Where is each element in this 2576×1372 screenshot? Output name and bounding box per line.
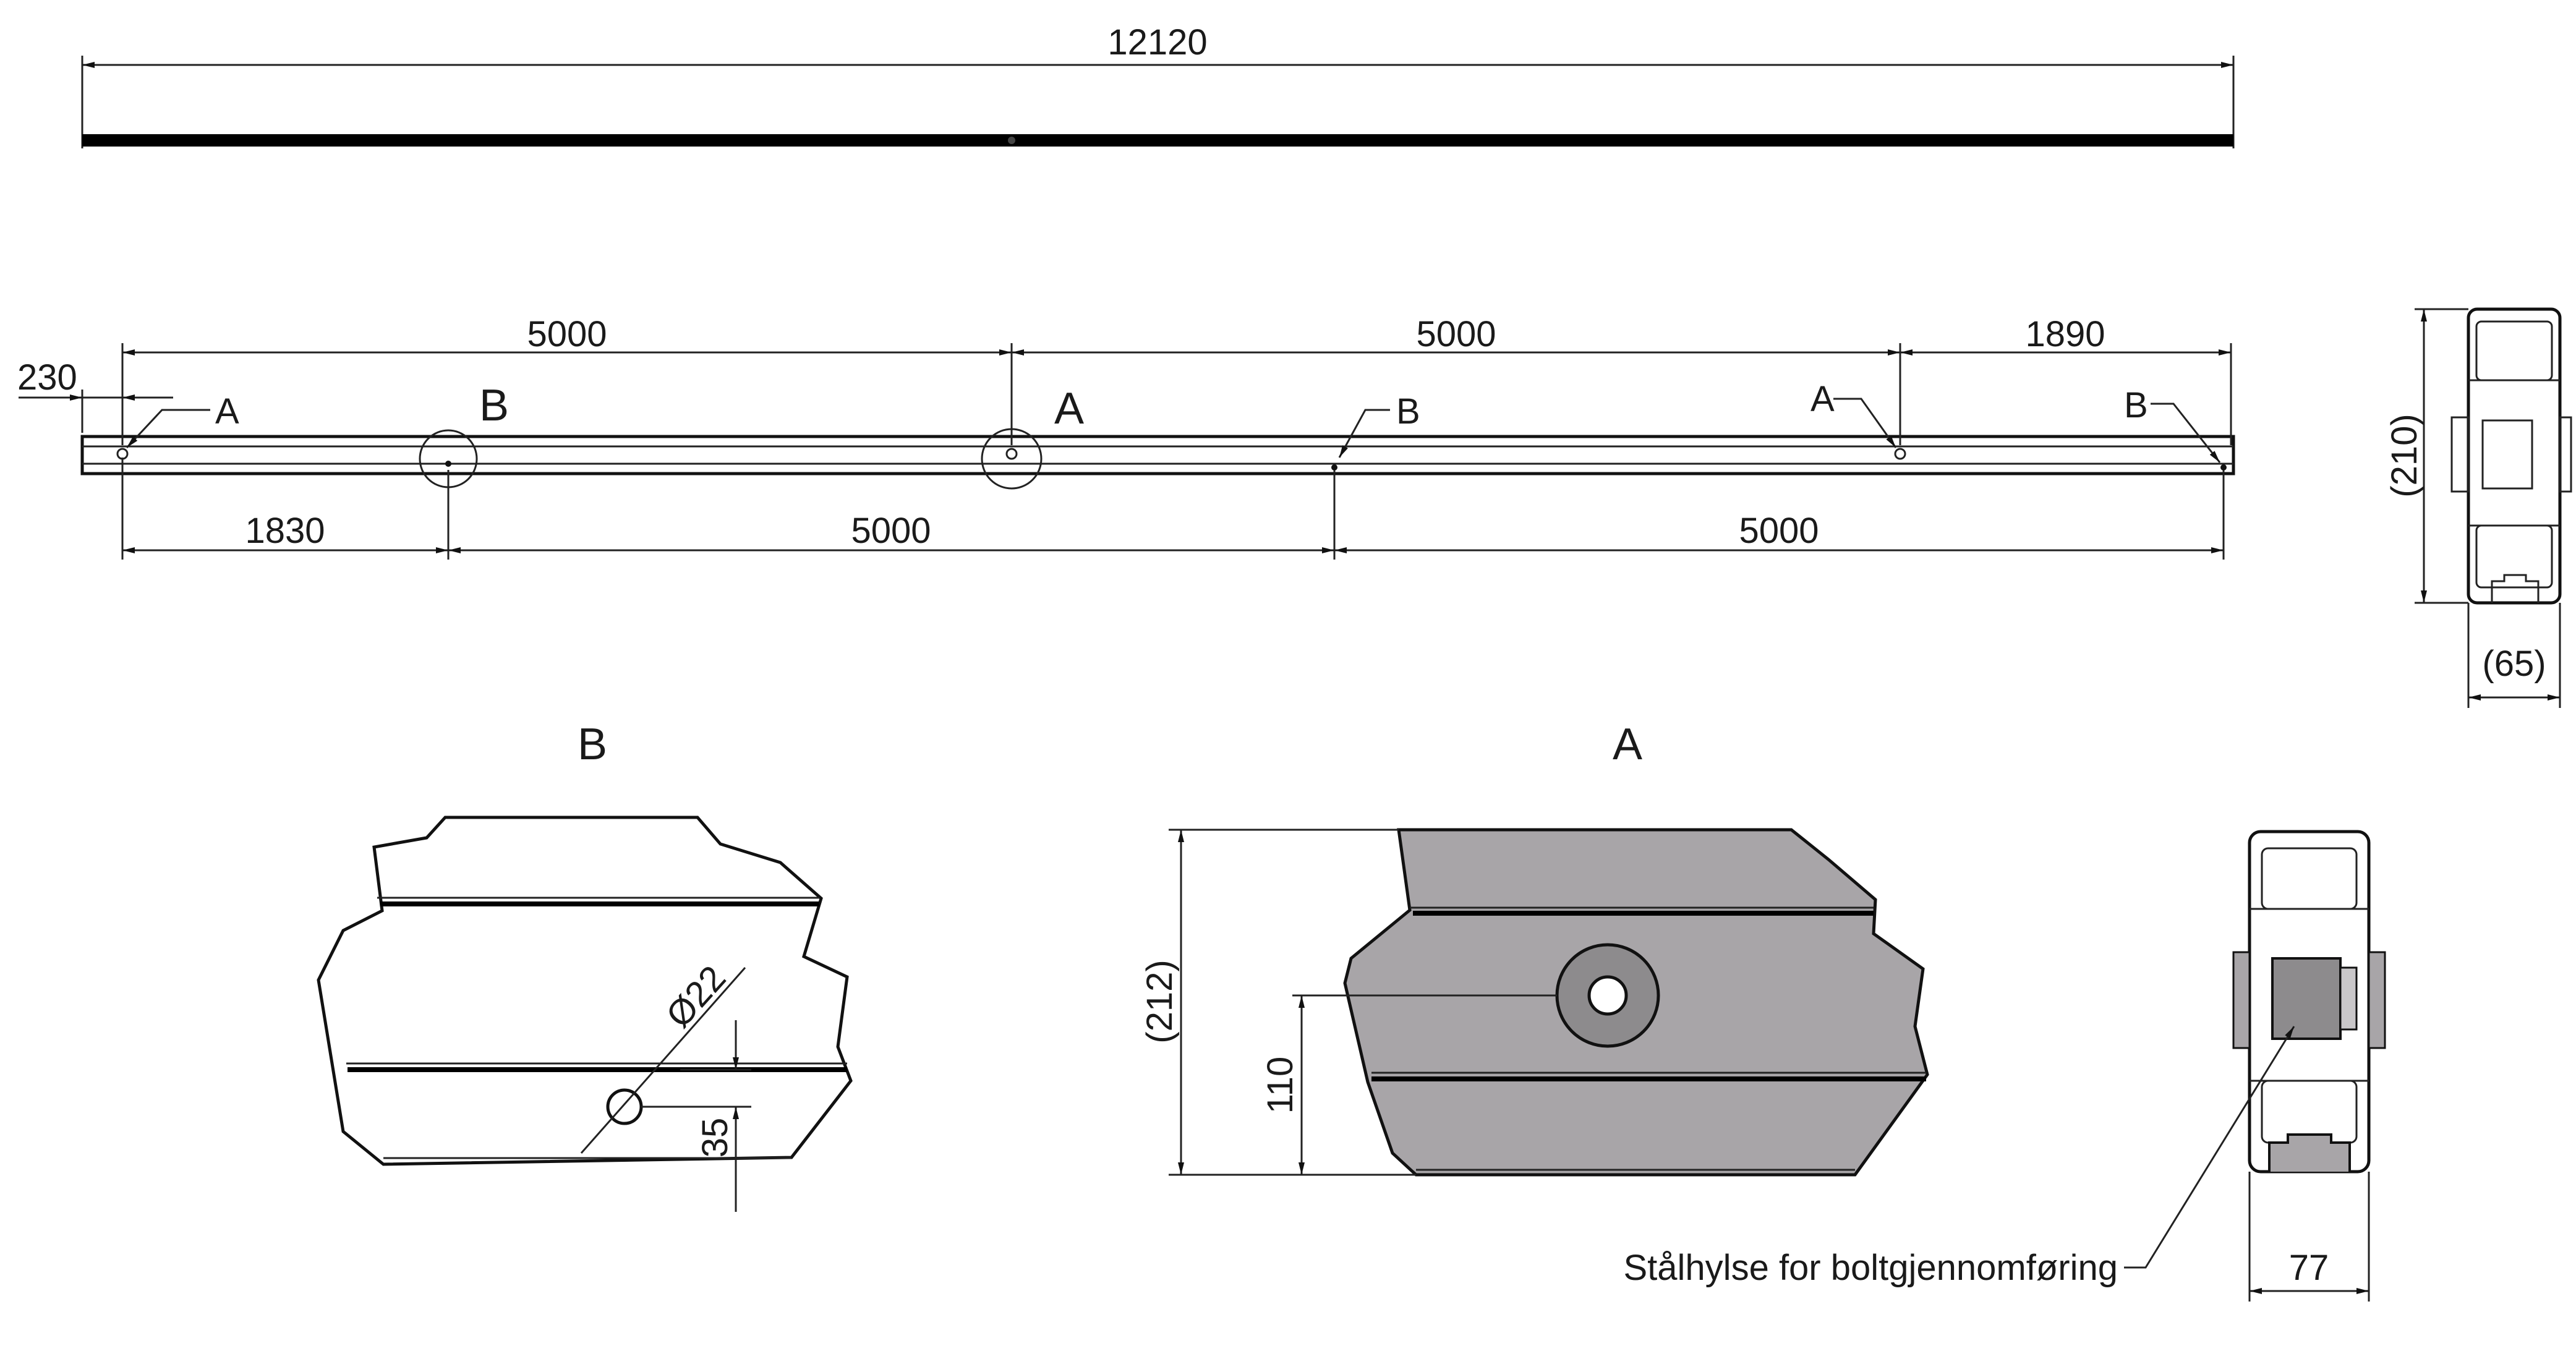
callout-label-b: B: [479, 381, 509, 430]
end-view-width: (65): [2482, 644, 2546, 684]
sleeve-note: Stålhylse for boltgjennomføring: [1623, 1248, 2118, 1288]
detail-a-hole-height: 110: [1260, 1057, 1300, 1114]
callout-label-a: A: [1054, 384, 1084, 433]
marker-b-2: B: [2124, 385, 2148, 425]
section-width: 77: [2289, 1248, 2329, 1288]
detail-a: A (212) 110: [1140, 720, 1929, 1177]
top-view: 12120: [81, 22, 2235, 148]
dim-bottom-2: 5000: [851, 511, 931, 551]
detail-b: B Ø22 35: [317, 720, 853, 1212]
side-view: 5000 5000 1890 230 1830 5000 5000 B A: [17, 314, 2235, 560]
dim-top-3: 1890: [2025, 314, 2105, 354]
dim-bottom-3: 5000: [1739, 511, 1819, 551]
end-view-height: (210): [2384, 414, 2425, 497]
marker-a-1: A: [215, 391, 239, 432]
detail-b-callout-circle: [419, 429, 478, 488]
dim-end-offset: 230: [17, 357, 77, 398]
detail-a-height: (212): [1140, 960, 1180, 1043]
overall-length-dimension: 12120: [1107, 22, 1207, 62]
detail-b-title: B: [578, 720, 607, 769]
marker-a-2: A: [1810, 379, 1835, 419]
dim-top-1: 5000: [527, 314, 607, 354]
dim-top-2: 5000: [1416, 314, 1496, 354]
detail-a-callout-circle: [981, 428, 1043, 490]
hole-offset: 35: [695, 1118, 735, 1158]
marker-b-1: B: [1396, 391, 1420, 432]
section-view: 77 Stålhylse for boltgjennomføring: [1623, 830, 2386, 1302]
sleeve-bore: [1587, 975, 1628, 1016]
section-sleeve: [2271, 957, 2342, 1040]
dim-bottom-1: 1830: [245, 511, 325, 551]
end-view: (210) (65): [2384, 307, 2572, 708]
top-view-beam: [82, 134, 2233, 147]
detail-a-title: A: [1613, 720, 1642, 769]
hole-diameter: Ø22: [659, 958, 734, 1035]
